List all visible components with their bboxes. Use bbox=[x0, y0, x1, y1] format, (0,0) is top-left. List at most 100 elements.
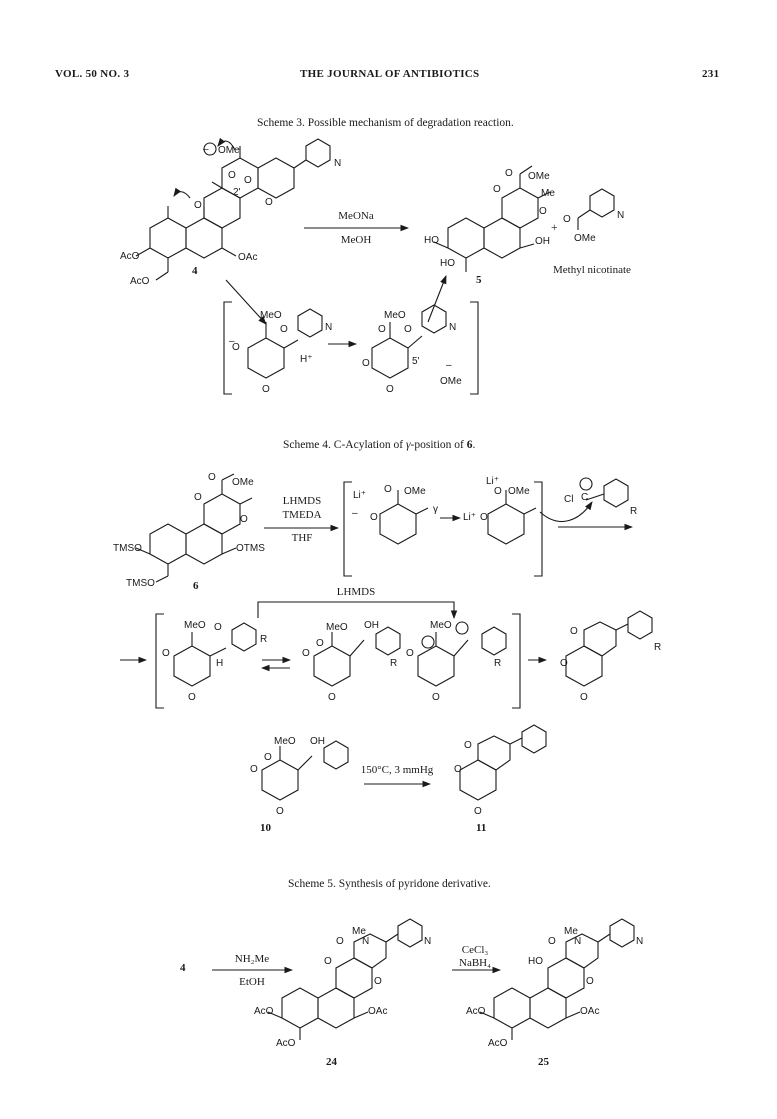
scheme3-reagent-top: MeONa bbox=[338, 210, 374, 222]
svg-text:MeO: MeO bbox=[430, 620, 452, 631]
svg-text:HO: HO bbox=[440, 258, 455, 269]
svg-text:TMSO: TMSO bbox=[126, 578, 155, 589]
svg-text:O: O bbox=[406, 648, 414, 659]
svg-text:OAc: OAc bbox=[368, 1006, 387, 1017]
svg-text:O: O bbox=[336, 936, 344, 947]
scheme5-caption: Scheme 5. Synthesis of pyridone derivati… bbox=[288, 878, 491, 890]
scheme3-reagent-bottom: MeOH bbox=[340, 234, 372, 246]
scheme5-reagent-cecl3: CeCl₃ bbox=[461, 944, 489, 956]
compound-24-structure bbox=[267, 918, 423, 1040]
scheme3-caption: Scheme 3. Possible mechanism of degradat… bbox=[257, 117, 514, 129]
svg-text:O: O bbox=[316, 638, 324, 649]
scheme4-reagent-thf: THF bbox=[291, 532, 313, 544]
svg-text:O: O bbox=[162, 648, 170, 659]
svg-text:O: O bbox=[232, 342, 240, 353]
svg-text:R: R bbox=[494, 658, 501, 669]
svg-text:O: O bbox=[464, 740, 472, 751]
svg-text:N: N bbox=[334, 158, 341, 169]
svg-text:AcO: AcO bbox=[276, 1038, 296, 1049]
pyrolysis-conditions: 150°C, 3 mmHg bbox=[360, 764, 434, 776]
svg-text:–: – bbox=[352, 508, 358, 519]
svg-text:Cl: Cl bbox=[564, 494, 573, 505]
scheme4-enol-intermediate bbox=[313, 626, 401, 687]
scheme5-reagent-etoh: EtOH bbox=[239, 976, 265, 988]
compound-5-structure bbox=[433, 165, 551, 272]
svg-text:O: O bbox=[208, 472, 216, 483]
svg-text:OMe: OMe bbox=[508, 486, 530, 497]
svg-text:OMe: OMe bbox=[574, 233, 596, 244]
scheme4-reagent-tmeda: TMEDA bbox=[282, 509, 322, 521]
svg-text:AcO: AcO bbox=[488, 1038, 508, 1049]
scheme5-start-compound: 4 bbox=[180, 962, 186, 974]
compound-10-structure bbox=[261, 740, 349, 801]
svg-text:O: O bbox=[194, 492, 202, 503]
svg-text:MeO: MeO bbox=[274, 736, 296, 747]
scheme4-enolate-2 bbox=[487, 490, 537, 545]
svg-text:R: R bbox=[654, 642, 661, 653]
svg-text:MeO: MeO bbox=[184, 620, 206, 631]
svg-text:–: – bbox=[229, 336, 235, 347]
plus-sign: + bbox=[551, 222, 558, 234]
svg-text:R: R bbox=[390, 658, 397, 669]
svg-text:O: O bbox=[548, 936, 556, 947]
svg-text:OH: OH bbox=[535, 236, 550, 247]
svg-text:OH: OH bbox=[364, 620, 379, 631]
methyl-nicotinate-label: Methyl nicotinate bbox=[553, 264, 631, 276]
scheme4-enolate-1 bbox=[379, 490, 429, 545]
volume-label: VOL. 50 NO. 3 bbox=[55, 68, 130, 80]
svg-text:HO: HO bbox=[528, 956, 543, 967]
svg-text:O: O bbox=[276, 806, 284, 817]
svg-text:R: R bbox=[630, 506, 637, 517]
svg-text:MeO: MeO bbox=[384, 310, 406, 321]
svg-text:O: O bbox=[560, 658, 568, 669]
svg-text:O: O bbox=[324, 956, 332, 967]
svg-text:O: O bbox=[539, 206, 547, 217]
svg-text:O: O bbox=[244, 175, 252, 186]
svg-text:Li⁺: Li⁺ bbox=[463, 512, 476, 523]
svg-text:MeO: MeO bbox=[260, 310, 282, 321]
svg-text:H: H bbox=[216, 658, 223, 669]
svg-text:O: O bbox=[250, 764, 258, 775]
svg-text:O: O bbox=[262, 384, 270, 395]
svg-text:N: N bbox=[574, 936, 581, 947]
svg-text:Me: Me bbox=[352, 926, 366, 937]
svg-text:OMe: OMe bbox=[404, 486, 426, 497]
svg-text:Li⁺: Li⁺ bbox=[486, 476, 499, 487]
svg-text:O: O bbox=[328, 692, 336, 703]
svg-text:O: O bbox=[404, 324, 412, 335]
svg-text:TMSO: TMSO bbox=[113, 543, 142, 554]
svg-text:O: O bbox=[378, 324, 386, 335]
compound-4-number: 4 bbox=[192, 265, 198, 277]
scheme4-caption-mid: -position of bbox=[410, 439, 467, 451]
compound-25-structure bbox=[479, 918, 635, 1040]
svg-text:–: – bbox=[446, 360, 452, 371]
compound-10-number: 10 bbox=[260, 822, 271, 834]
svg-text:HO: HO bbox=[424, 235, 439, 246]
svg-text:O: O bbox=[563, 214, 571, 225]
scheme4-caption-end: . bbox=[472, 439, 476, 451]
scheme3-intermediate-1 bbox=[247, 308, 323, 379]
svg-text:N: N bbox=[424, 936, 431, 947]
scheme4-acyl-intermediate bbox=[173, 622, 257, 687]
methyl-nicotinate-structure bbox=[577, 188, 615, 230]
svg-text:N: N bbox=[449, 322, 456, 333]
svg-text:O: O bbox=[384, 484, 392, 495]
svg-text:O: O bbox=[188, 692, 196, 703]
svg-text:O: O bbox=[194, 200, 202, 211]
svg-text:OMe: OMe bbox=[232, 477, 254, 488]
compound-25-number: 25 bbox=[538, 1056, 549, 1068]
svg-text:O: O bbox=[432, 692, 440, 703]
svg-text:O: O bbox=[494, 486, 502, 497]
svg-text:H⁺: H⁺ bbox=[300, 354, 313, 365]
svg-text:–: – bbox=[203, 144, 209, 155]
svg-text:O: O bbox=[480, 512, 488, 523]
compound-5-number: 5 bbox=[476, 274, 482, 286]
svg-text:O: O bbox=[280, 324, 288, 335]
scheme4-reagent-lhmds: LHMDS bbox=[282, 495, 322, 507]
svg-text:O: O bbox=[362, 358, 370, 369]
svg-text:AcO: AcO bbox=[120, 251, 140, 262]
svg-text:O: O bbox=[264, 752, 272, 763]
svg-text:O: O bbox=[474, 806, 482, 817]
svg-text:2': 2' bbox=[233, 187, 241, 198]
